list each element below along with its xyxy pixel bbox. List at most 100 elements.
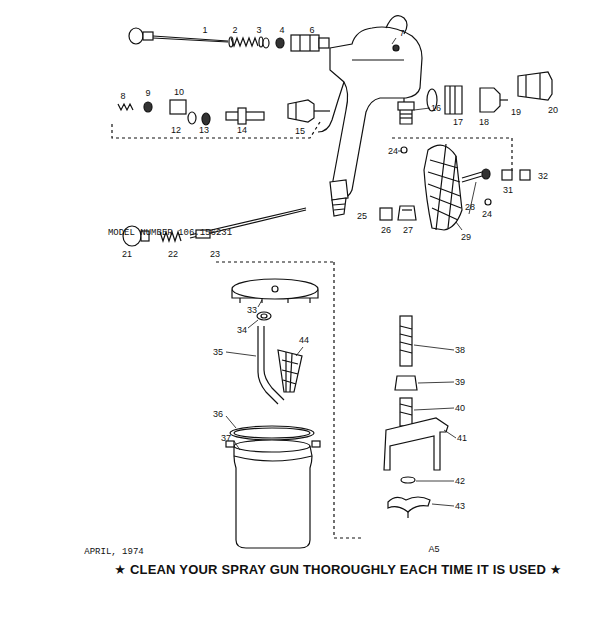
packing-nut-part xyxy=(299,35,300,51)
adjusting-valve-parts xyxy=(123,208,306,246)
deflector-parts xyxy=(502,170,512,180)
callout-number: 10 xyxy=(174,88,184,97)
callout-number: 26 xyxy=(381,226,391,235)
callout-number: 22 xyxy=(168,250,178,259)
leader-line xyxy=(414,408,454,410)
valve-parts xyxy=(170,100,186,114)
air-inlet-part xyxy=(330,180,348,216)
callout-number: 35 xyxy=(213,348,223,357)
callout-number: 41 xyxy=(457,434,467,443)
needle-part xyxy=(153,38,228,42)
cup-gasket xyxy=(230,426,314,440)
strainer-part xyxy=(278,350,302,392)
cup-gasket xyxy=(230,426,314,440)
front-parts xyxy=(525,75,526,97)
front-parts xyxy=(539,73,540,99)
gasket-part xyxy=(257,312,271,320)
cup-yoke-parts xyxy=(400,326,412,353)
washer-part xyxy=(263,38,269,48)
valve-parts xyxy=(314,110,330,111)
front-parts xyxy=(454,86,455,114)
leader-line xyxy=(248,320,258,328)
leader-line xyxy=(444,430,456,438)
strainer-part xyxy=(282,352,298,392)
front-parts xyxy=(500,99,508,100)
cup-lid xyxy=(272,286,278,292)
group-bracket xyxy=(216,261,334,262)
packing-nut-part xyxy=(319,38,329,48)
deflector-parts xyxy=(485,199,491,205)
callout-number: 20 xyxy=(548,106,558,115)
gun-body xyxy=(393,45,399,51)
gun-body xyxy=(318,82,344,132)
cup-yoke-parts xyxy=(400,404,412,415)
cup-lid xyxy=(239,298,240,303)
leader-line xyxy=(258,300,262,307)
callout-number: A5 xyxy=(428,545,439,554)
callout-number: 37 xyxy=(221,434,231,443)
callout-number: 43 xyxy=(455,502,465,511)
note-text: MODEL NUMBER 106.156231 xyxy=(108,229,232,238)
leader-line xyxy=(414,345,454,350)
callout-number: 7 xyxy=(399,29,404,38)
valve-parts xyxy=(202,113,210,125)
gasket-part xyxy=(261,314,267,318)
callout-number: 2 xyxy=(232,26,237,35)
callout-number: 39 xyxy=(455,378,465,387)
callout-number: 44 xyxy=(299,336,309,345)
paint-cup xyxy=(312,441,320,447)
callout-number: 14 xyxy=(237,126,247,135)
callout-number: 4 xyxy=(279,26,284,35)
front-parts xyxy=(480,88,500,112)
front-parts xyxy=(445,86,462,114)
callout-number: 29 xyxy=(461,233,471,242)
callout-number: 8 xyxy=(120,92,125,101)
callout-number: 38 xyxy=(455,346,465,355)
cup-lid xyxy=(232,279,318,299)
valve-parts xyxy=(295,102,296,120)
callout-number: 3 xyxy=(256,26,261,35)
callout-number: 9 xyxy=(145,89,150,98)
callout-number: 19 xyxy=(511,108,521,117)
deflector-parts xyxy=(520,170,530,180)
leader-line xyxy=(414,108,430,110)
needle-part xyxy=(129,28,143,44)
callout-number: 15 xyxy=(295,127,305,136)
callout-number: 42 xyxy=(455,477,465,486)
cup-yoke-parts xyxy=(400,316,412,366)
valve-parts xyxy=(118,100,330,125)
gun-body xyxy=(352,59,404,60)
gun-body xyxy=(318,16,422,199)
leader-line xyxy=(226,352,256,356)
callout-number: 33 xyxy=(247,306,257,315)
leader-line xyxy=(456,222,462,230)
front-parts xyxy=(449,86,450,114)
nozzle-part xyxy=(398,102,414,124)
callout-number: 21 xyxy=(122,250,132,259)
callout-number: 12 xyxy=(171,126,181,135)
leader-line xyxy=(398,151,402,152)
nozzle-part xyxy=(400,113,412,114)
strainer-part xyxy=(278,350,302,392)
deflector-parts xyxy=(398,206,416,220)
cup-yoke-parts xyxy=(384,418,448,470)
callout-number: 28 xyxy=(465,203,475,212)
callout-number: 34 xyxy=(237,326,247,335)
valve-parts xyxy=(238,108,246,124)
packing-part xyxy=(276,38,284,48)
deflector-parts xyxy=(380,144,530,230)
leader-line xyxy=(392,38,396,44)
callout-number: 31 xyxy=(503,186,513,195)
gun-body xyxy=(330,27,422,198)
needle-part xyxy=(143,32,153,40)
callout-number: 6 xyxy=(309,26,314,35)
paint-cup xyxy=(234,446,312,548)
callout-number: 27 xyxy=(403,226,413,235)
needle-part xyxy=(153,36,228,41)
callout-number: 32 xyxy=(538,172,548,181)
group-bracket xyxy=(112,122,320,138)
packing-nut-part xyxy=(291,35,329,51)
gasket-part xyxy=(257,312,271,320)
